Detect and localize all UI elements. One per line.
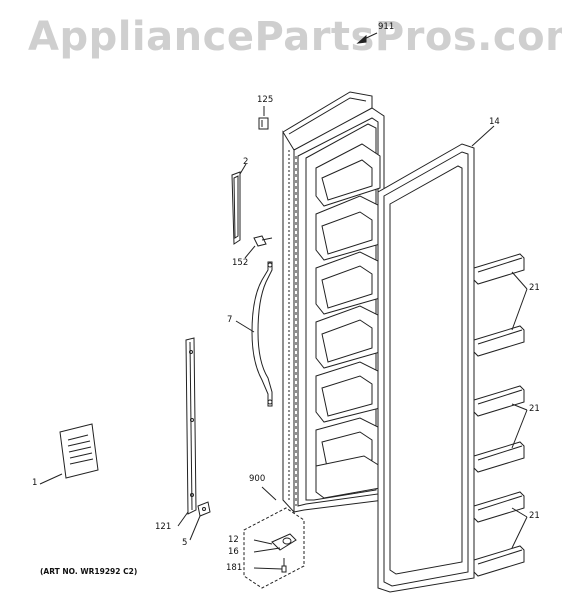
part-21-bins (473, 253, 528, 577)
callout-21-upper: 21 (529, 283, 540, 293)
part-14-gasket (377, 125, 495, 593)
callout-900: 900 (249, 474, 266, 484)
part-152-screw (244, 235, 273, 259)
callout-2: 2 (243, 157, 249, 167)
callout-911-leader (356, 32, 378, 44)
part-125-clip (258, 106, 269, 130)
part-7-handle (235, 261, 273, 407)
callout-900-leader (261, 486, 277, 501)
part-2-hinge-bracket (231, 163, 247, 245)
part-121-trim (177, 337, 197, 527)
callout-21-middle: 21 (529, 404, 540, 414)
door-shelves (315, 143, 381, 499)
callout-12: 12 (228, 535, 239, 545)
callout-911: 911 (378, 22, 395, 32)
hardware-group (243, 507, 305, 589)
callout-152: 152 (232, 258, 249, 268)
callout-14: 14 (489, 117, 500, 127)
callout-16: 16 (228, 547, 239, 557)
watermark: AppliancePartsPros.com (28, 14, 562, 60)
callout-5: 5 (182, 538, 188, 548)
part-1-manual (39, 423, 99, 485)
callout-125: 125 (257, 95, 274, 105)
callout-7: 7 (227, 315, 233, 325)
callout-1: 1 (32, 478, 38, 488)
callout-121: 121 (155, 522, 172, 532)
part-5-block (189, 501, 211, 541)
callout-21-lower: 21 (529, 511, 540, 521)
art-number: (ART NO. WR19292 C2) (40, 567, 138, 576)
callout-181: 181 (226, 563, 243, 573)
